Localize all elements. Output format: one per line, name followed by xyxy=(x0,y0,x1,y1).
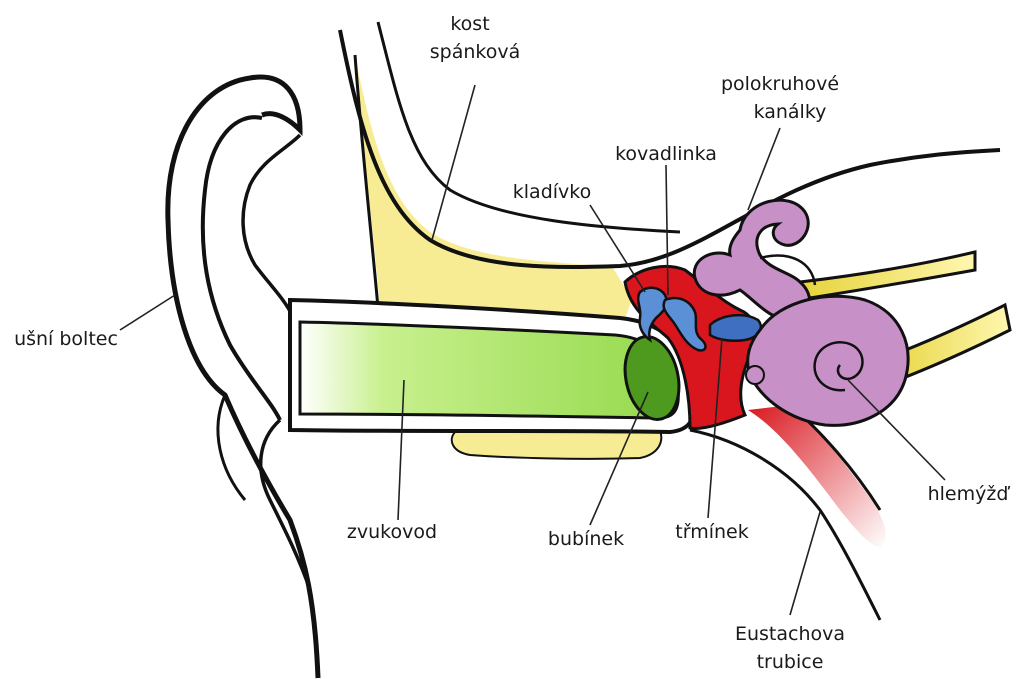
label-semicircular-line2: kanálky xyxy=(754,101,827,123)
label-eustachian-line1: Eustachova xyxy=(735,623,845,645)
label-malleus: kladívko xyxy=(513,181,591,203)
label-pinna: ušní boltec xyxy=(14,328,118,350)
label-incus: kovadlinka xyxy=(615,143,717,165)
label-temporal-bone-line1: kost xyxy=(450,13,489,35)
leader-temporal-bone xyxy=(432,85,475,240)
label-stapes: třmínek xyxy=(675,521,748,543)
label-semicircular-line1: polokruhové xyxy=(721,73,839,95)
label-ear-canal: zvukovod xyxy=(347,521,437,543)
label-temporal-bone-line2: spánková xyxy=(430,41,520,63)
leader-semicircular xyxy=(748,128,780,210)
label-eustachian-line2: trubice xyxy=(757,651,824,673)
leader-pinna xyxy=(120,295,175,330)
cochlea xyxy=(748,296,908,425)
vestibular-nerve xyxy=(800,252,975,298)
stapes xyxy=(710,315,761,341)
label-cochlea: hlemýžď xyxy=(928,483,1011,505)
leader-eustachian xyxy=(790,512,820,615)
label-eardrum: bubínek xyxy=(548,528,624,550)
oval-window xyxy=(746,366,764,384)
ear-canal xyxy=(300,322,678,418)
eustachian-tube xyxy=(748,405,886,548)
